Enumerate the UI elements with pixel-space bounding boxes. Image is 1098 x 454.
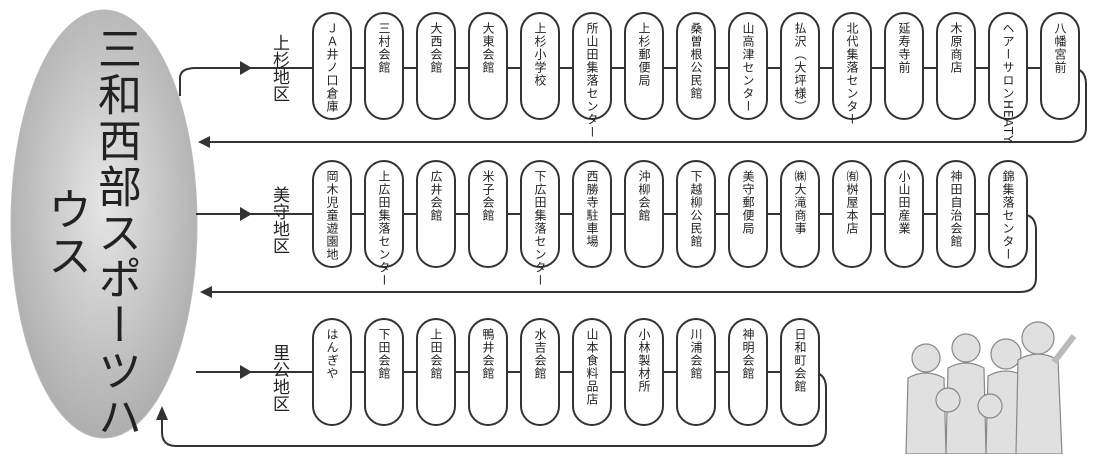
bus-stop: 小林製材所 bbox=[624, 318, 664, 426]
bus-stop: 山高津センター bbox=[728, 12, 768, 120]
bus-stop-label: 日和町会館 bbox=[793, 320, 807, 393]
bus-stop: 岡木児童遊園地 bbox=[312, 160, 352, 268]
row2-arrow-in bbox=[240, 207, 252, 221]
bus-stop-label: 神明会館 bbox=[741, 320, 755, 380]
bus-stop: 大東会館 bbox=[468, 12, 508, 120]
bus-stop: 水吉会館 bbox=[520, 318, 560, 426]
bus-stop: 下越柳公民館 bbox=[676, 160, 716, 268]
bus-stop: 八幡宮前 bbox=[1040, 12, 1080, 120]
bus-stop-label: 払沢（大坪様） bbox=[793, 14, 807, 113]
bus-stop-label: 山本食料品店 bbox=[585, 320, 599, 406]
bus-stop: はんぎや bbox=[312, 318, 352, 426]
bus-stop-label: 美守郵便局 bbox=[741, 162, 755, 235]
row3-arrow-in bbox=[240, 365, 252, 379]
district-label-satoko: 里公地区 bbox=[272, 318, 294, 438]
bus-stop-label: 三村会館 bbox=[377, 14, 391, 74]
bus-stop: 沖柳会館 bbox=[624, 160, 664, 268]
bus-stop-label: 木原商店 bbox=[949, 14, 963, 74]
bus-stop: ㈲桝屋本店 bbox=[832, 160, 872, 268]
bus-stop: 神明会館 bbox=[728, 318, 768, 426]
bus-stop: 広井会館 bbox=[416, 160, 456, 268]
bus-stop-label: 水吉会館 bbox=[533, 320, 547, 380]
bus-stop: 延寿寺前 bbox=[884, 12, 924, 120]
hub-title: 三和西部スポーツハウス bbox=[66, 24, 140, 442]
district-label-kamisugi: 上杉地区 bbox=[272, 8, 294, 128]
bus-stop-label: ヘアーサロンHEATY bbox=[1001, 14, 1015, 144]
bus-stop-label: ＪＡ井ノ口倉庫 bbox=[325, 14, 339, 113]
bus-stop-label: ㈲桝屋本店 bbox=[845, 162, 859, 235]
bus-stop: 上広田集落センター bbox=[364, 160, 404, 268]
bus-stop: 払沢（大坪様） bbox=[780, 12, 820, 120]
bus-stop-label: 桑曽根公民館 bbox=[689, 14, 703, 100]
bus-stop-label: 米子会館 bbox=[481, 162, 495, 222]
row1-arrow-out bbox=[198, 136, 210, 148]
bus-stop-label: 錦集落センター bbox=[1001, 162, 1015, 261]
bus-stop: 三村会館 bbox=[364, 12, 404, 120]
district-label-misu: 美守地区 bbox=[272, 160, 294, 280]
bus-stop: 川浦会館 bbox=[676, 318, 716, 426]
bus-stop-label: 小山田産業 bbox=[897, 162, 911, 235]
row2-arrow-out bbox=[200, 286, 212, 298]
bus-stop-label: 下広田集落センター bbox=[533, 162, 547, 287]
bus-stop-label: 岡木児童遊園地 bbox=[325, 162, 339, 261]
bus-stop-label: ㈱大滝商事 bbox=[793, 162, 807, 235]
bus-stop-label: 大西会館 bbox=[429, 14, 443, 74]
bus-stop-label: 北代集落センター bbox=[845, 14, 859, 126]
bus-stop-label: 上田会館 bbox=[429, 320, 443, 380]
bus-stop: ヘアーサロンHEATY bbox=[988, 12, 1028, 120]
bus-stop: 米子会館 bbox=[468, 160, 508, 268]
bus-stop: 桑曽根公民館 bbox=[676, 12, 716, 120]
bus-stop: 錦集落センター bbox=[988, 160, 1028, 268]
bus-stop-label: 山高津センター bbox=[741, 14, 755, 113]
bus-stop: 美守郵便局 bbox=[728, 160, 768, 268]
bus-stop-label: 大東会館 bbox=[481, 14, 495, 74]
bus-stop-label: 鴨井会館 bbox=[481, 320, 495, 380]
bus-stop: 神田自治会館 bbox=[936, 160, 976, 268]
bus-stop: 下広田集落センター bbox=[520, 160, 560, 268]
bus-stop: 西勝寺駐車場 bbox=[572, 160, 612, 268]
bus-stop-label: 上広田集落センター bbox=[377, 162, 391, 287]
bus-stop: 上杉郵便局 bbox=[624, 12, 664, 120]
bus-stop: 下田会館 bbox=[364, 318, 404, 426]
row1-arrow-in bbox=[240, 61, 252, 75]
bus-stop-label: 上杉小学校 bbox=[533, 14, 547, 87]
bus-stop: 日和町会館 bbox=[780, 318, 820, 426]
family-illustration bbox=[878, 318, 1078, 454]
bus-stop-label: 上杉郵便局 bbox=[637, 14, 651, 87]
bus-stop-label: はんぎや bbox=[325, 320, 339, 380]
bus-stop: 木原商店 bbox=[936, 12, 976, 120]
bus-stop: ㈱大滝商事 bbox=[780, 160, 820, 268]
bus-stop-label: 神田自治会館 bbox=[949, 162, 963, 248]
bus-stop: 鴨井会館 bbox=[468, 318, 508, 426]
bus-stop-label: 西勝寺駐車場 bbox=[585, 162, 599, 248]
bus-stop-label: 所山田集落センター bbox=[585, 14, 599, 139]
bus-stop: 所山田集落センター bbox=[572, 12, 612, 120]
hub: 三和西部スポーツハウス bbox=[12, 6, 198, 442]
bus-stop-label: 下越柳公民館 bbox=[689, 162, 703, 248]
bus-stop-label: 下田会館 bbox=[377, 320, 391, 380]
bus-stop: 上田会館 bbox=[416, 318, 456, 426]
bus-stop-label: 川浦会館 bbox=[689, 320, 703, 380]
bus-stop: 山本食料品店 bbox=[572, 318, 612, 426]
bus-stop: 大西会館 bbox=[416, 12, 456, 120]
bus-stop-label: 八幡宮前 bbox=[1053, 14, 1067, 74]
bus-stop-label: 広井会館 bbox=[429, 162, 443, 222]
bus-stop-label: 沖柳会館 bbox=[637, 162, 651, 222]
bus-stop: 上杉小学校 bbox=[520, 12, 560, 120]
bus-stop-label: 延寿寺前 bbox=[897, 14, 911, 74]
bus-stop-label: 小林製材所 bbox=[637, 320, 651, 393]
bus-stop: 北代集落センター bbox=[832, 12, 872, 120]
bus-stop: ＪＡ井ノ口倉庫 bbox=[312, 12, 352, 120]
bus-stop: 小山田産業 bbox=[884, 160, 924, 268]
